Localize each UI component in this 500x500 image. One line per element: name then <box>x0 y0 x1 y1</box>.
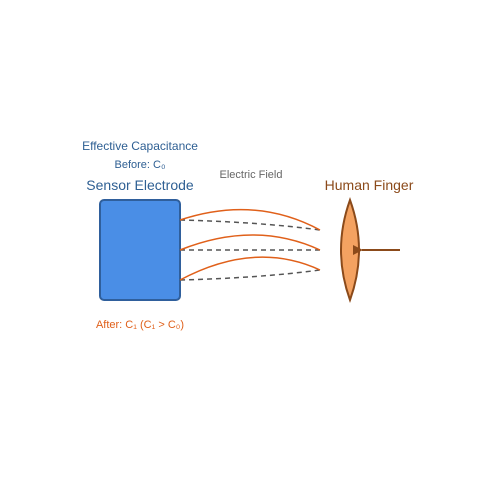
before-capacitance-label: Before: C₀ <box>114 159 166 171</box>
human-finger <box>340 197 360 303</box>
baseline-field-line-bottom <box>179 269 321 281</box>
after-capacitance-label: After: C₁ (C₁ > C₀) <box>95 319 185 331</box>
electric-field-label: Electric Field <box>219 169 283 181</box>
field-line-top <box>179 208 321 231</box>
sensor-electrode <box>99 199 181 301</box>
field-line-middle <box>179 234 321 251</box>
effective-capacitance-label: Effective Capacitance <box>82 139 198 153</box>
sensor-electrode-label: Sensor Electrode <box>86 177 194 193</box>
field-line-bottom <box>179 256 321 281</box>
human-finger-label: Human Finger <box>324 177 414 193</box>
baseline-field-line-top <box>179 219 321 231</box>
